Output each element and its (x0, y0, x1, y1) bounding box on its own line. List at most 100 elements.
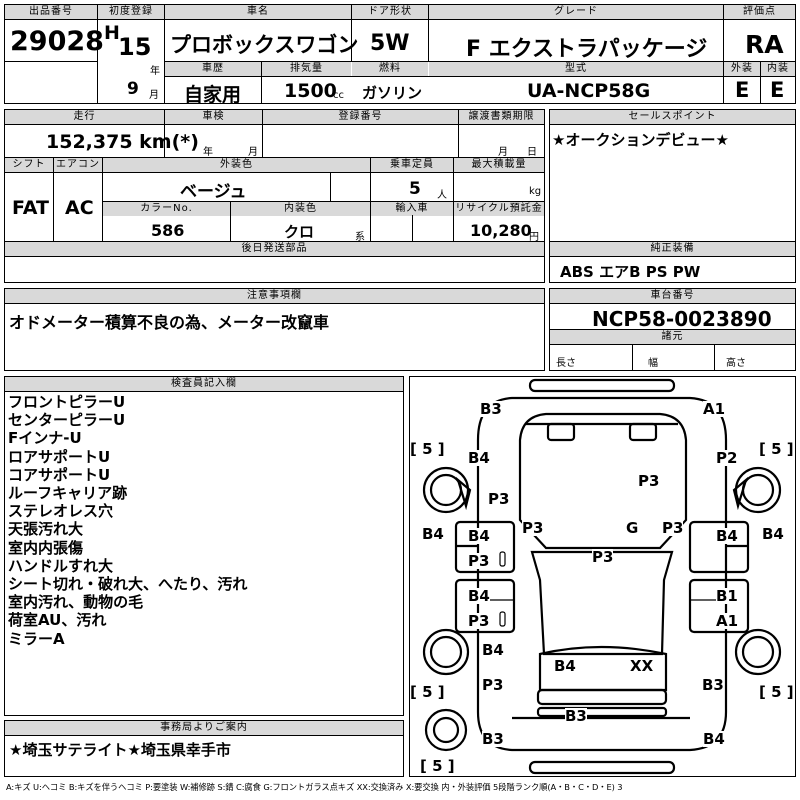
plate-label: 登録番号 (263, 110, 458, 124)
score: RA (745, 30, 784, 59)
inspector-line: センターピラーU (8, 411, 126, 430)
inspector-section (4, 376, 404, 716)
fuel: ガソリン (362, 84, 423, 102)
transfer-month-unit: 月 (498, 147, 508, 158)
damage-mark: B4 (554, 657, 576, 675)
width-label: 幅 (648, 358, 658, 369)
model: UA-NCP58G (527, 80, 651, 102)
damage-mark: A1 (716, 612, 739, 630)
seats: 5 (409, 179, 421, 199)
damage-mark: XX (630, 657, 654, 675)
interior-label: 内装 (761, 62, 795, 76)
legend: A:キズ U:ヘコミ B:キズを伴うヘコミ P:要塗装 W:補修跡 S:錆 C:… (6, 782, 623, 792)
int-color: クロ (284, 223, 315, 241)
ac: AC (65, 197, 94, 219)
damage-mark: B4 (762, 525, 784, 543)
ext-color-label: 外装色 (103, 158, 370, 172)
displacement: 1500 (284, 80, 337, 102)
ac-label: エアコン (54, 158, 102, 172)
reg-year: 15 (118, 33, 152, 61)
damage-mark: B3 (482, 730, 504, 748)
interior-score: E (770, 78, 785, 102)
damage-mark: B4 (703, 730, 725, 748)
inspector-line: ルーフキャリア跡 (8, 484, 128, 503)
seats-unit: 人 (437, 190, 447, 201)
displacement-unit: cc (333, 90, 344, 101)
int-color-unit: 系 (355, 232, 365, 243)
damage-mark: B4 (468, 527, 490, 545)
month-unit: 月 (149, 90, 159, 101)
inspector-line: 荷室AU、汚れ (8, 611, 107, 630)
inspector-line: 室内内張傷 (8, 538, 84, 557)
fuel-label: 燃料 (352, 62, 428, 76)
damage-mark: P3 (468, 612, 490, 630)
inspector-line: ハンドルすれ大 (8, 556, 114, 575)
damage-mark: P3 (662, 519, 684, 537)
inspector-line: 天張汚れ大 (8, 520, 84, 539)
inspector-line: ロアサポートU (8, 447, 111, 466)
ext-color: ベージュ (180, 182, 247, 202)
exterior-label: 外装 (724, 62, 760, 76)
damage-mark: P3 (522, 519, 544, 537)
grade-label: グレード (429, 5, 723, 19)
inspector-notes: フロントピラーU センターピラーU Fインナ-U ロアサポートU コアサポートU… (8, 393, 247, 648)
tire-spare: [ 5 ] (420, 757, 455, 775)
inspection-year-unit: 年 (203, 147, 213, 158)
inspection-label: 車検 (165, 110, 262, 124)
inspection-month-unit: 月 (248, 147, 258, 158)
reg-month: 9 (127, 79, 139, 99)
damage-diagram: [ 5 ] [ 5 ] [ 5 ] [ 5 ] [ 5 ] B3 A1 B4 P… (409, 376, 796, 777)
tire-front-left: [ 5 ] (410, 440, 445, 458)
header-section (4, 4, 796, 104)
sales-point-label: セールスポイント (550, 110, 795, 124)
damage-mark: B3 (565, 707, 587, 725)
shift: FAT (12, 197, 49, 219)
damage-mark: B4 (716, 527, 738, 545)
chassis-number: NCP58-0023890 (592, 307, 772, 331)
damage-mark: A1 (703, 400, 726, 418)
mileage: 152,375 km(*) (46, 131, 199, 153)
damage-mark: B4 (482, 641, 504, 659)
equipment-label: 純正装備 (550, 242, 795, 256)
parts-label: 後日発送部品 (5, 242, 544, 256)
score-label: 評価点 (724, 5, 795, 19)
door-label: ドア形状 (352, 5, 428, 19)
color-no-label: カラーNo. (103, 202, 230, 216)
mileage-label: 走行 (5, 110, 164, 124)
sales-point-section (549, 109, 796, 283)
int-color-label: 内装色 (231, 202, 370, 216)
tire-rear-right: [ 5 ] (759, 683, 794, 701)
car-name-label: 車名 (165, 5, 351, 19)
caution-section (4, 288, 545, 371)
car-name: プロボックスワゴン (170, 33, 359, 57)
damage-mark: P3 (638, 472, 660, 490)
transfer-day-unit: 日 (527, 147, 537, 158)
lot-label: 出品番号 (5, 5, 97, 19)
recycle: 10,280 (470, 221, 532, 240)
equipment: ABS エアB PS PW (560, 263, 701, 281)
damage-mark: P2 (716, 449, 738, 467)
load-label: 最大積載量 (454, 158, 544, 172)
import-label: 輸入車 (371, 202, 453, 216)
chassis-label: 車台番号 (550, 289, 795, 303)
load-unit: kg (529, 186, 542, 197)
door-type: 5W (370, 31, 410, 56)
sales-point: ★オークションデビュー★ (552, 131, 729, 149)
damage-mark: P3 (468, 552, 490, 570)
caution-label: 注意事項欄 (5, 289, 544, 303)
inspector-line: ステレオレス穴 (8, 502, 114, 521)
recycle-label: リサイクル預託金 (454, 202, 544, 216)
height-label: 高さ (726, 358, 746, 369)
era: H (104, 22, 120, 44)
color-no: 586 (151, 221, 185, 240)
car-outline (422, 378, 782, 775)
inspector-line: 室内汚れ、動物の毛 (8, 593, 144, 612)
inspector-line: Fインナ-U (8, 429, 82, 448)
grade: F エクストラパッケージ (466, 37, 708, 62)
damage-mark: B4 (468, 449, 490, 467)
displacement-label: 排気量 (262, 62, 351, 76)
damage-mark: G (626, 519, 639, 537)
damage-mark: P3 (482, 676, 504, 694)
dims-label: 諸元 (550, 330, 795, 344)
year-unit: 年 (150, 66, 160, 77)
